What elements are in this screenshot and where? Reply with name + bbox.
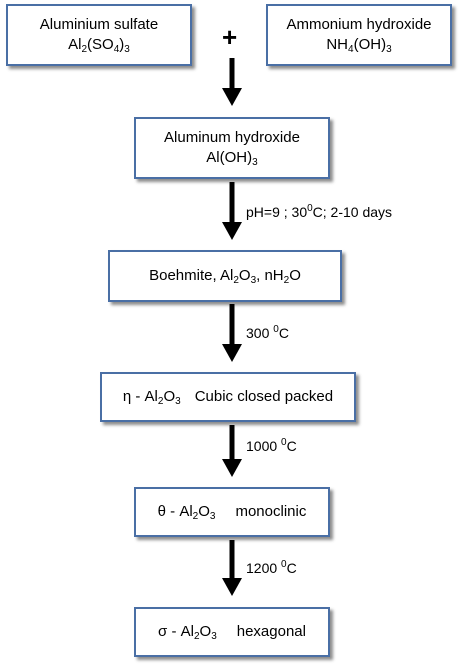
arrow-reactants-to-hydroxide	[222, 58, 242, 106]
boehmite-formula: Boehmite, Al2O3, nH2O	[149, 267, 301, 286]
aluminium-sulfate-formula: Al2(SO4)3	[68, 36, 130, 55]
arrow-boehmite-to-eta	[222, 304, 242, 362]
arrow-hydroxide-to-boehmite	[222, 182, 242, 240]
arrow-eta-to-theta	[222, 425, 242, 477]
ammonium-hydroxide-name: Ammonium hydroxide	[286, 16, 432, 33]
condition-300c: 300 0C	[246, 324, 289, 342]
boehmite-box: Boehmite, Al2O3, nH2O	[108, 250, 342, 302]
condition-1000c: 1000 0C	[246, 437, 297, 455]
condition-ph-temp-time: pH=9 ; 300C; 2-10 days	[246, 203, 393, 221]
condition-1200c: 1200 0C	[246, 559, 297, 577]
ammonium-hydroxide-formula: NH4(OH)3	[326, 36, 392, 55]
aluminium-sulfate-box: Aluminium sulfate Al2(SO4)3	[6, 4, 192, 66]
aluminum-hydroxide-box: Aluminum hydroxide Al(OH)3	[134, 117, 330, 179]
aluminium-sulfate-name: Aluminium sulfate	[39, 16, 159, 33]
ammonium-hydroxide-box: Ammonium hydroxide NH4(OH)3	[266, 4, 452, 66]
arrow-theta-to-sigma	[222, 540, 242, 596]
aluminum-hydroxide-formula: Al(OH)3	[206, 149, 258, 168]
aluminum-hydroxide-name: Aluminum hydroxide	[164, 129, 300, 146]
plus-sign: +	[222, 22, 238, 52]
